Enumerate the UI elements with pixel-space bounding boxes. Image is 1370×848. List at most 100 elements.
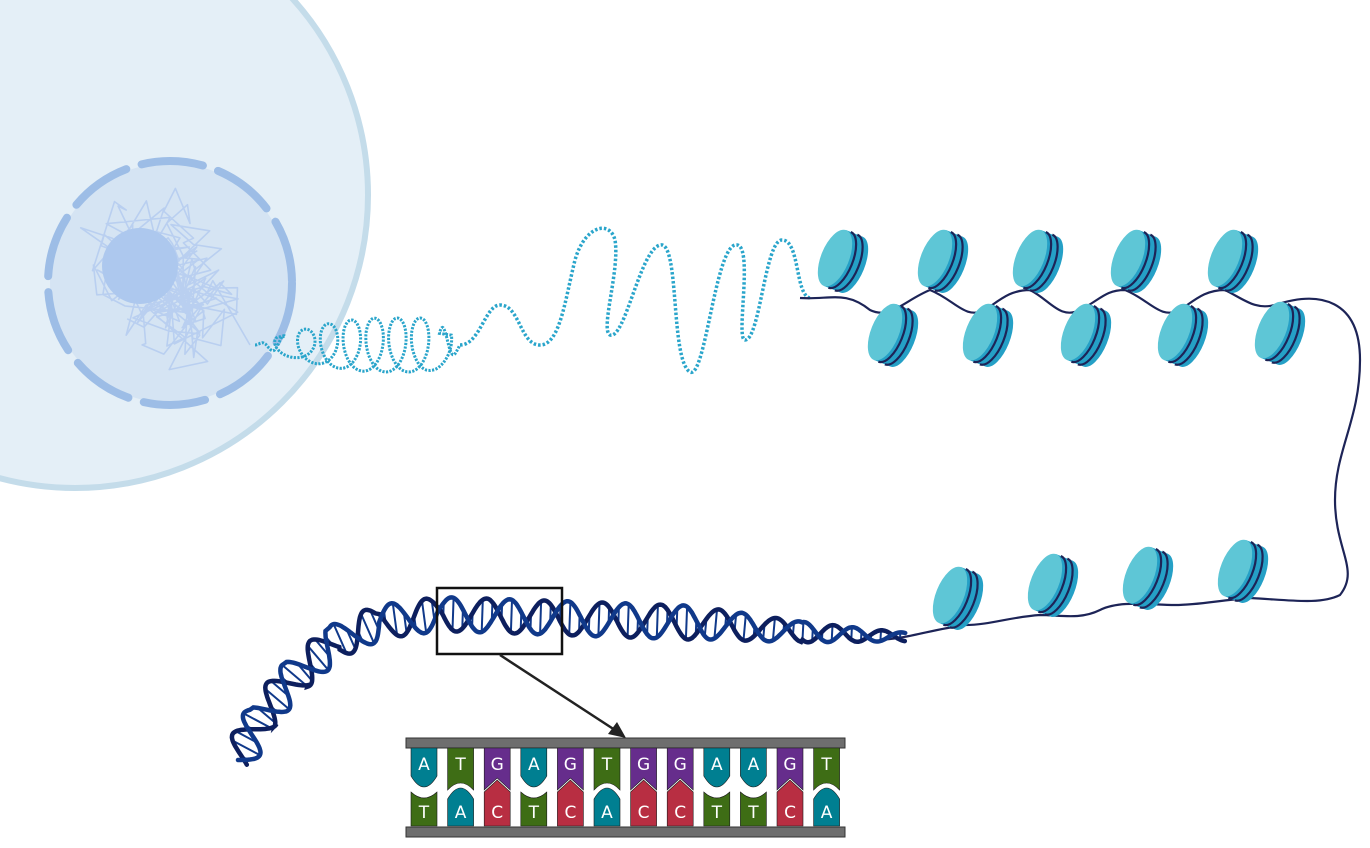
dna-wrap (942, 568, 973, 627)
dna-wrap (1227, 541, 1258, 600)
nucleosome (1110, 229, 1162, 293)
base-letter: G (637, 755, 650, 775)
histone-face (1060, 303, 1096, 361)
base-pair: GC (666, 747, 694, 827)
base-letter: T (747, 803, 759, 823)
dna-wrap (827, 231, 858, 290)
base-top-A (410, 747, 438, 788)
dna-wrap (877, 305, 908, 364)
base-top-A (520, 747, 548, 788)
base-bottom-C (666, 779, 694, 827)
dna-wrap (1120, 231, 1151, 290)
base-top-G (483, 747, 511, 791)
base-bottom-A (813, 787, 840, 827)
nucleosome (1027, 553, 1079, 617)
base-top-G (557, 747, 584, 791)
dna-wrap (949, 570, 979, 629)
base-pair: AT (410, 747, 438, 827)
base-top-A (740, 747, 767, 788)
dna-wrap (1070, 305, 1101, 364)
dna-double-helix (229, 595, 908, 767)
histone-face (1122, 546, 1158, 604)
nucleosome (1012, 229, 1064, 293)
dna-wrap (1271, 305, 1301, 364)
base-letter: A (821, 803, 833, 823)
nucleolus (102, 228, 178, 304)
dna-wrap (934, 233, 964, 292)
dna-wrap (972, 305, 1003, 364)
coiled-fiber (255, 316, 461, 374)
base-bottom-C (630, 779, 657, 827)
dna-wrap (1022, 231, 1053, 290)
base-letter: C (638, 803, 650, 823)
nucleosome (1207, 229, 1259, 293)
nucleosome (1122, 546, 1174, 610)
dna-wrap (1217, 231, 1248, 290)
base-top-G (666, 747, 694, 791)
beads-fiber (459, 226, 811, 374)
dna-wrap (927, 231, 958, 290)
base-pair: AT (740, 747, 767, 827)
cell (0, 0, 371, 491)
base-pair: AT (703, 747, 731, 827)
base-letter: T (601, 755, 613, 775)
base-top-G (630, 747, 657, 791)
base-bottom-T (740, 791, 767, 827)
base-bottom-A (447, 787, 474, 827)
dna-wrap (1044, 557, 1074, 616)
base-letter: T (711, 803, 723, 823)
base-pair: TA (447, 747, 474, 827)
dna-wrap (1077, 307, 1107, 366)
base-letter: G (564, 755, 577, 775)
nucleosome (932, 566, 984, 630)
base-letter: A (748, 755, 760, 775)
histone-face (917, 229, 953, 287)
base-pair: TA (593, 747, 621, 827)
nucleosome (917, 229, 969, 293)
helix-strand-2 (229, 596, 908, 767)
histone-face (1110, 229, 1146, 287)
nucleosome (1254, 301, 1306, 365)
dna-wrap (1167, 305, 1198, 364)
base-letter: T (820, 755, 832, 775)
base-letter: G (491, 755, 504, 775)
histone-face (962, 303, 998, 361)
nucleosome (962, 303, 1014, 367)
dna-wrap (1132, 548, 1163, 607)
base-letter: C (674, 803, 686, 823)
base-letter: C (491, 803, 503, 823)
helix-strand-1 (235, 595, 908, 763)
base-pair: GC (630, 747, 657, 827)
dna-wrap (1037, 555, 1068, 614)
histone-face (1012, 229, 1048, 287)
dna-wrap (1127, 233, 1157, 292)
nucleosome (867, 303, 919, 367)
base-top-T (813, 747, 840, 791)
base-pair: GC (483, 747, 511, 827)
base-letter: T (454, 755, 466, 775)
base-top-G (776, 747, 804, 791)
base-bottom-T (703, 791, 731, 827)
base-bottom-A (593, 787, 621, 827)
nucleosome (1157, 303, 1209, 367)
base-letter: A (711, 755, 723, 775)
base-letter: T (418, 803, 430, 823)
dna-wrap (1224, 233, 1254, 292)
dna-wrap (834, 233, 864, 292)
base-bottom-C (483, 779, 511, 827)
base-bottom-T (520, 791, 548, 827)
histone-face (1027, 553, 1063, 611)
histone-face (1217, 539, 1253, 597)
chromatin-fiber (255, 226, 811, 374)
base-letter: G (783, 755, 796, 775)
histone-face (817, 229, 853, 287)
base-letter: A (601, 803, 613, 823)
zoom-arrow (499, 653, 626, 738)
base-letter: A (528, 755, 540, 775)
dna-wrap (1029, 233, 1059, 292)
base-pair: GC (776, 747, 804, 827)
nuclear-envelope (44, 157, 296, 409)
dna-wrap (1234, 543, 1264, 602)
base-pair: GC (557, 747, 584, 827)
